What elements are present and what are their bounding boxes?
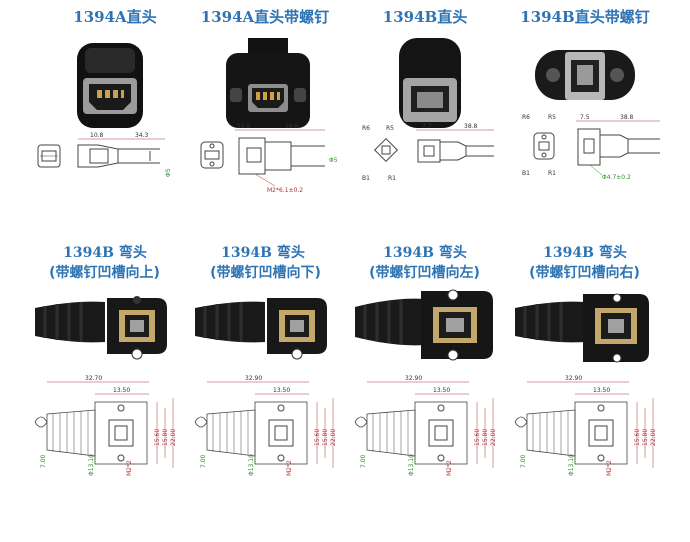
title-1394b-angle-right: 1394B 弯头	[543, 245, 627, 261]
title-1394b-angle-up: 1394B 弯头	[63, 245, 147, 261]
dim-height-3: 22.00	[650, 429, 657, 446]
dimension-drawing-1394a-straight-screw: 10.8 39.8 M2*6.1±0.2 Φ5	[200, 123, 338, 194]
connector-photo-1394b-straight	[399, 38, 461, 128]
dim-height-1: 15.60	[314, 429, 321, 446]
dim-length-b: 38.8	[464, 123, 478, 130]
subtitle-1394b-angle-up: (带螺钉凹槽向上)	[49, 265, 160, 281]
pin-r5: R5	[386, 125, 394, 132]
dimension-drawing-1394b-straight: R6 R5 B1 R1 7.7 38.8	[362, 123, 494, 182]
dim-width: 13.50	[273, 387, 290, 394]
dim-length-b: 38.8	[620, 114, 634, 121]
dimension-drawing-1394b-straight-screw: R6 R5 B1 R1 7.5 38.8 Φ4.7±0.2	[522, 114, 660, 181]
dim-diameter: Φ13.10	[248, 454, 255, 476]
title-1394a-straight: 1394A直头	[73, 8, 157, 26]
connector-photo-1394b-angle-left	[355, 289, 493, 361]
dim-thickness: 7.00	[40, 454, 47, 468]
dim-height-1: 15.60	[474, 429, 481, 446]
dim-height-2: 15.80	[322, 429, 329, 446]
title-1394b-angle-down: 1394B 弯头	[221, 245, 305, 261]
dim-length-a: 7.5	[580, 114, 590, 121]
subtitle-1394b-angle-left: (带螺钉凹槽向左)	[369, 265, 480, 281]
dim-screw: M2*2	[286, 460, 293, 476]
dim-length-a: 10.8	[237, 123, 251, 130]
dim-height-1: 15.60	[634, 429, 641, 446]
dim-thickness: 7.00	[520, 454, 527, 468]
connector-photo-1394b-angle-down	[195, 298, 327, 360]
connector-photo-1394b-angle-right	[515, 293, 649, 363]
pin-r1: R1	[388, 175, 396, 182]
connector-photo-1394a-straight	[77, 43, 143, 128]
dim-screw: M2*2	[606, 460, 613, 476]
subtitle-1394b-angle-down: (带螺钉凹槽向下)	[210, 265, 321, 281]
dim-width: 13.50	[113, 387, 130, 394]
dim-height-3: 22.00	[170, 429, 177, 446]
dim-length: 32.70	[85, 375, 102, 382]
dim-length-b: 39.8	[285, 123, 299, 130]
dim-height-3: 22.00	[490, 429, 497, 446]
title-1394b-straight-screw: 1394B直头带螺钉	[520, 8, 650, 26]
pin-r6: R6	[522, 114, 530, 121]
title-1394a-straight-screw: 1394A直头带螺钉	[200, 8, 330, 26]
dim-height-3: 22.00	[330, 429, 337, 446]
connector-photo-1394a-straight-screw	[226, 38, 310, 128]
dim-diameter: Φ4.7±0.2	[602, 174, 631, 181]
dim-length-a: 7.7	[422, 123, 432, 130]
dim-diameter: Φ5	[165, 168, 172, 177]
pin-b1: B1	[362, 175, 370, 182]
dimension-drawing-1394a-straight: 10.8 34.3 Φ5	[37, 132, 172, 177]
dim-height-2: 15.80	[642, 429, 649, 446]
dim-height-2: 15.80	[162, 429, 169, 446]
dim-length: 32.90	[565, 375, 582, 382]
dim-height-1: 15.60	[154, 429, 161, 446]
dim-screw: M2*2	[446, 460, 453, 476]
dim-length: 32.90	[245, 375, 262, 382]
dim-thickness: 7.00	[200, 454, 207, 468]
pin-r5: R5	[548, 114, 556, 121]
subtitle-1394b-angle-right: (带螺钉凹槽向右)	[529, 265, 640, 281]
dim-diameter: Φ5	[329, 157, 338, 164]
dim-screw: M2*2	[126, 460, 133, 476]
title-1394b-angle-left: 1394B 弯头	[383, 245, 467, 261]
connector-photo-1394b-straight-screw	[535, 50, 635, 100]
dim-thickness: 7.00	[360, 454, 367, 468]
dim-diameter: Φ13.10	[88, 454, 95, 476]
connector-photo-1394b-angle-up	[35, 296, 167, 360]
dim-length-a: 10.8	[90, 132, 104, 139]
dim-width: 13.50	[433, 387, 450, 394]
pin-b1: B1	[522, 170, 530, 177]
dim-diameter: Φ13.10	[568, 454, 575, 476]
dim-length-b: 34.3	[135, 132, 149, 139]
title-1394b-straight: 1394B直头	[382, 8, 468, 26]
dim-height-2: 15.80	[482, 429, 489, 446]
dim-length: 32.90	[405, 375, 422, 382]
pin-r6: R6	[362, 125, 370, 132]
dim-width: 13.50	[593, 387, 610, 394]
pin-r1: R1	[548, 170, 556, 177]
dim-diameter: Φ13.10	[408, 454, 415, 476]
dim-screw: M2*6.1±0.2	[267, 187, 303, 194]
